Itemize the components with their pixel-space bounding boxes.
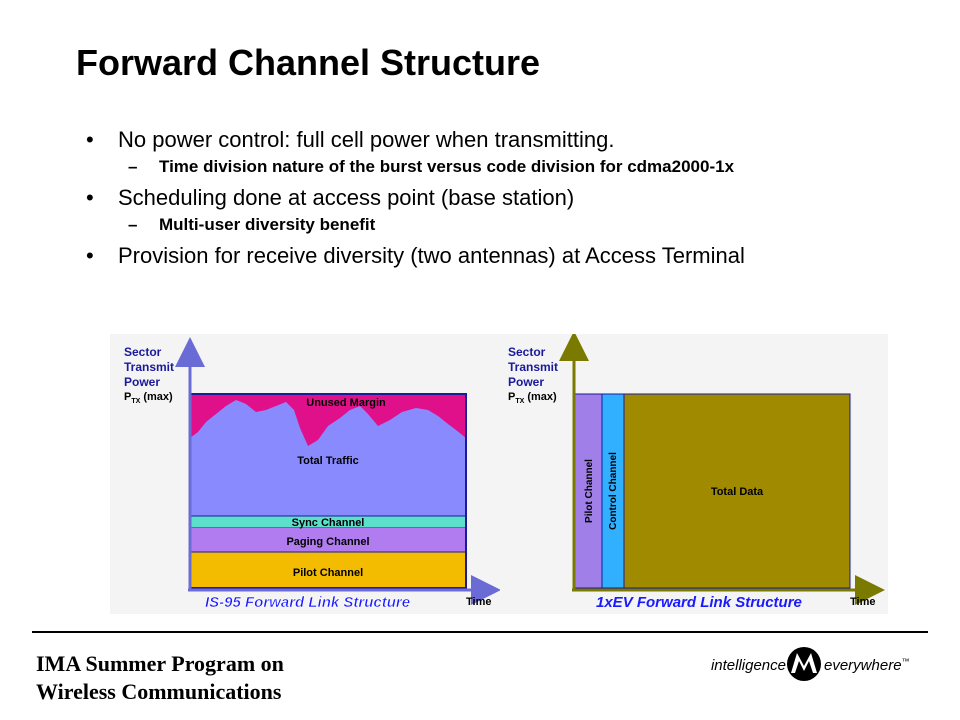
total-data-label: Total Data	[711, 486, 764, 498]
total-data-slot	[623, 393, 851, 589]
pilot-channel-label: Pilot Channel	[293, 567, 363, 579]
y-label-line-1: Sector	[124, 345, 162, 359]
1xev-diagram: Sector Transmit Power PTX (max) Pilot Ch…	[508, 334, 885, 611]
y-label-line-1: Sector	[508, 345, 546, 359]
control-channel-label: Control Channel	[608, 452, 619, 530]
pilot-channel-slot	[573, 393, 603, 589]
bullet-list: No power control: full cell power when t…	[86, 126, 946, 273]
y-label-line-2: Transmit	[124, 360, 174, 374]
paging-channel-band	[190, 528, 466, 552]
pilot-channel-label: Pilot Channel	[584, 459, 595, 523]
footer-line-2: Wireless Communications	[36, 679, 282, 704]
sync-channel-label: Sync Channel	[292, 517, 365, 529]
footer-divider	[32, 631, 928, 633]
logo-text-left: intelligence	[711, 657, 786, 674]
is95-diagram: Sector Transmit Power PTX (max) Unused M…	[124, 337, 500, 611]
footer-program-name: IMA Summer Program on Wireless Communica…	[36, 650, 284, 706]
sub-bullet-1: – Time division nature of the burst vers…	[86, 157, 946, 176]
slide-title: Forward Channel Structure	[76, 42, 541, 83]
bullet-2: Scheduling done at access point (base st…	[86, 184, 946, 211]
sub-bullet-1-text: Time division nature of the burst versus…	[159, 157, 735, 176]
bullet-3: Provision for receive diversity (two ant…	[86, 242, 946, 269]
bullet-1: No power control: full cell power when t…	[86, 126, 946, 153]
ptx-max-label: PTX (max)	[124, 391, 173, 405]
sub-bullet-2-text: Multi-user diversity benefit	[159, 215, 376, 234]
sub-bullet-2: – Multi-user diversity benefit	[86, 215, 946, 234]
is95-time-label: Time	[466, 596, 491, 608]
unused-margin-area	[190, 394, 466, 446]
ptx-max-label: PTX (max)	[508, 391, 557, 405]
is95-caption: IS-95 Forward Link Structure	[205, 594, 410, 611]
total-traffic-label: Total Traffic	[297, 455, 359, 467]
sub-bullet-dash: –	[128, 215, 138, 234]
1xev-time-label: Time	[850, 596, 875, 608]
y-label-line-3: Power	[508, 375, 544, 389]
y-label-line-2: Transmit	[508, 360, 558, 374]
unused-margin-label: Unused Margin	[306, 397, 386, 409]
sub-bullet-dash: –	[128, 157, 138, 176]
motorola-batwing-icon	[787, 647, 821, 681]
1xev-caption: 1xEV Forward Link Structure	[596, 594, 802, 611]
logo-text-right: everywhere™	[824, 657, 910, 674]
paging-channel-label: Paging Channel	[286, 536, 369, 548]
footer-line-1: IMA Summer Program on	[36, 651, 284, 676]
diagram-panel: Sector Transmit Power PTX (max) Unused M…	[110, 334, 888, 614]
y-label-line-3: Power	[124, 375, 160, 389]
motorola-logo: intelligence everywhere™	[711, 647, 910, 681]
